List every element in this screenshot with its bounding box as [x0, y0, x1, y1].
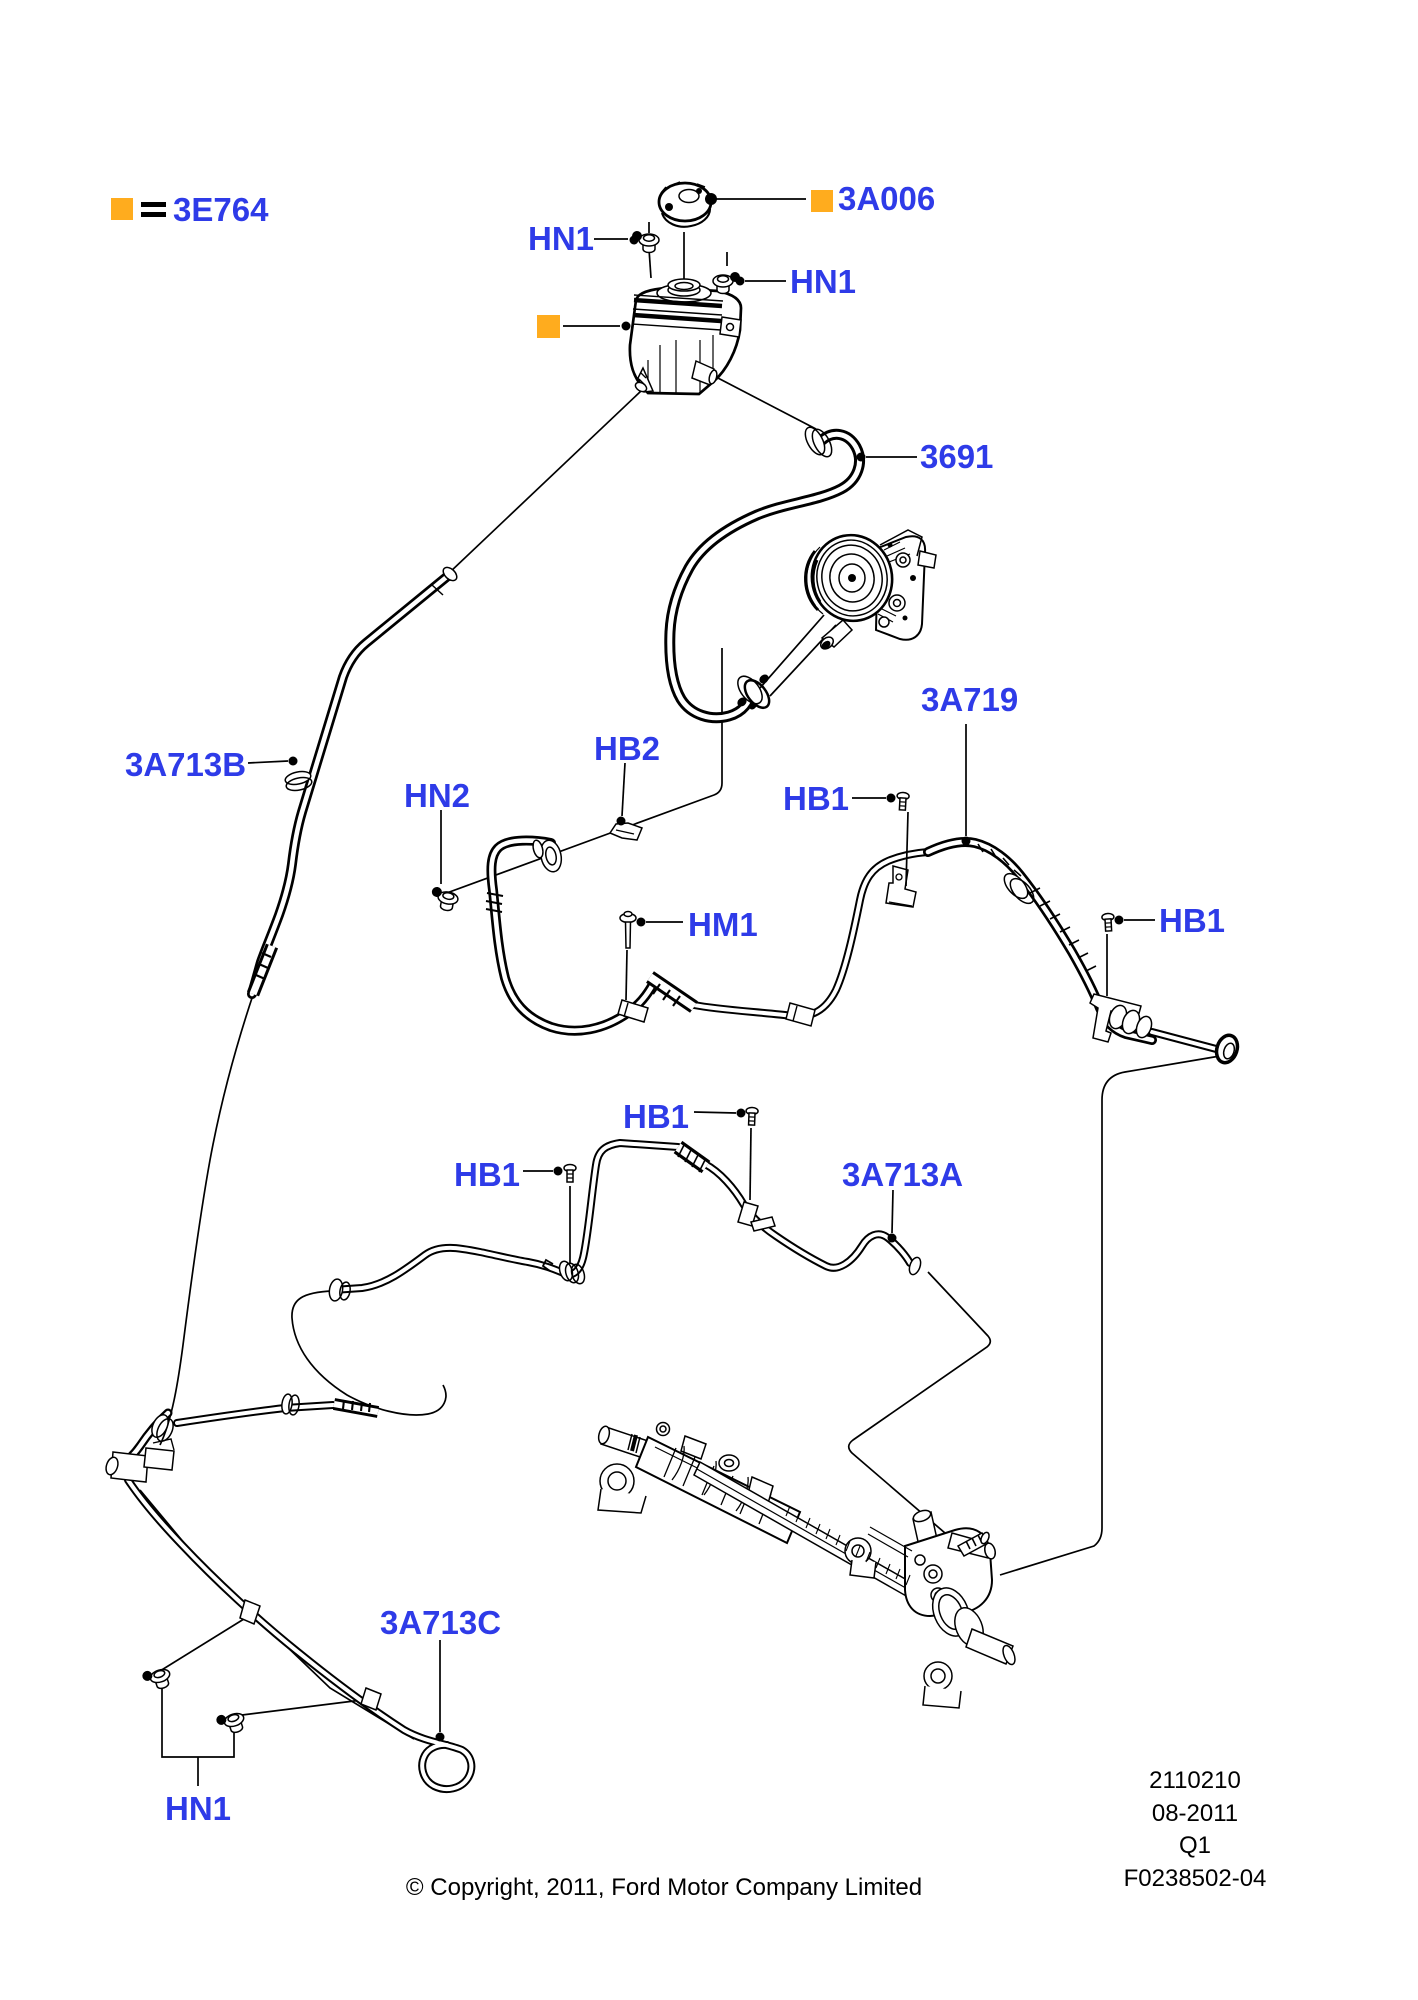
svg-text:3691: 3691 [920, 438, 993, 475]
svg-text:F0238502-04: F0238502-04 [1124, 1865, 1267, 1892]
svg-text:HB1: HB1 [454, 1156, 520, 1193]
svg-text:08-2011: 08-2011 [1152, 1800, 1238, 1827]
svg-text:2110210: 2110210 [1149, 1767, 1241, 1794]
svg-text:HN1: HN1 [528, 220, 594, 257]
svg-text:Q1: Q1 [1179, 1832, 1211, 1859]
svg-text:3A719: 3A719 [921, 681, 1018, 718]
svg-text:HN1: HN1 [165, 1790, 231, 1827]
svg-text:HB1: HB1 [1159, 902, 1225, 939]
svg-text:© Copyright, 2011, Ford Motor: © Copyright, 2011, Ford Motor Company Li… [406, 1874, 922, 1901]
svg-text:HN1: HN1 [790, 263, 856, 300]
svg-text:HB2: HB2 [594, 730, 660, 767]
svg-text:3A713B: 3A713B [125, 746, 246, 783]
svg-text:HB1: HB1 [783, 780, 849, 817]
svg-text:3A006: 3A006 [838, 180, 935, 217]
svg-text:3A713A: 3A713A [842, 1156, 963, 1193]
svg-text:HM1: HM1 [688, 906, 758, 943]
svg-text:3A713C: 3A713C [380, 1604, 501, 1641]
svg-text:3E764: 3E764 [173, 191, 269, 228]
svg-text:HB1: HB1 [623, 1098, 689, 1135]
svg-text:HN2: HN2 [404, 777, 470, 814]
